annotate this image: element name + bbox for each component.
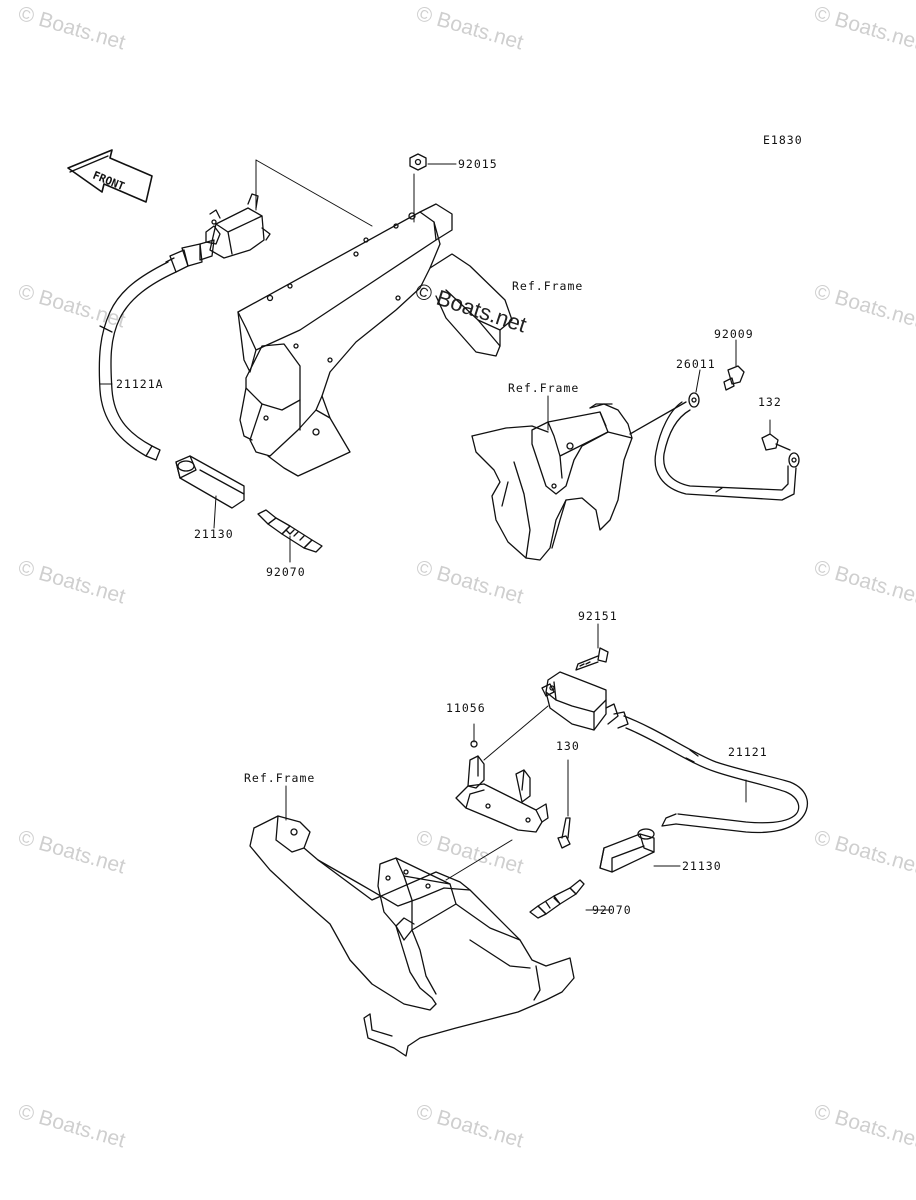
part-label-92070[interactable]: 92070 bbox=[266, 565, 306, 579]
ref-frame-label: Ref.Frame bbox=[512, 279, 584, 293]
part-label-92070-lower[interactable]: 92070 bbox=[592, 903, 632, 917]
ground-lead bbox=[629, 392, 800, 501]
part-label-92015[interactable]: 92015 bbox=[458, 157, 498, 171]
bolt-92151 bbox=[575, 647, 609, 671]
part-label-21130-lower[interactable]: 21130 bbox=[682, 859, 722, 873]
ignition-coil-upper bbox=[165, 193, 271, 273]
ht-lead-21121 bbox=[623, 715, 809, 834]
part-label-21121[interactable]: 21121 bbox=[728, 745, 768, 759]
frame-section-lower bbox=[249, 815, 575, 1057]
part-label-92151[interactable]: 92151 bbox=[578, 609, 618, 623]
ht-lead-21121A bbox=[98, 261, 177, 461]
mount-bracket-11056 bbox=[455, 740, 549, 833]
part-label-132[interactable]: 132 bbox=[758, 395, 782, 409]
part-label-21121A[interactable]: 21121A bbox=[116, 377, 164, 391]
spark-plug-92070-upper bbox=[257, 509, 323, 553]
plug-cap-21130-lower bbox=[599, 828, 655, 873]
bolt-130 bbox=[557, 817, 571, 849]
front-arrow-icon: FRONT bbox=[67, 149, 153, 203]
ref-frame-label: Ref.Frame bbox=[508, 381, 580, 395]
part-label-11056[interactable]: 11056 bbox=[446, 701, 486, 715]
nut-92015 bbox=[409, 153, 427, 171]
ref-frame-label: Ref.Frame bbox=[244, 771, 316, 785]
part-label-92009[interactable]: 92009 bbox=[714, 327, 754, 341]
bolt-92009 bbox=[723, 365, 745, 391]
spark-plug-92070-lower bbox=[529, 879, 585, 919]
ignition-coil-lower bbox=[541, 671, 629, 731]
part-label-21130[interactable]: 21130 bbox=[194, 527, 234, 541]
part-label-130[interactable]: 130 bbox=[556, 739, 580, 753]
frame-bracket-upper bbox=[237, 203, 513, 477]
diagram-code: E1830 bbox=[763, 133, 803, 147]
bolt-132 bbox=[761, 419, 791, 451]
frame-section-right bbox=[471, 395, 633, 561]
plug-cap-21130-upper bbox=[175, 455, 245, 509]
part-label-26011[interactable]: 26011 bbox=[676, 357, 716, 371]
